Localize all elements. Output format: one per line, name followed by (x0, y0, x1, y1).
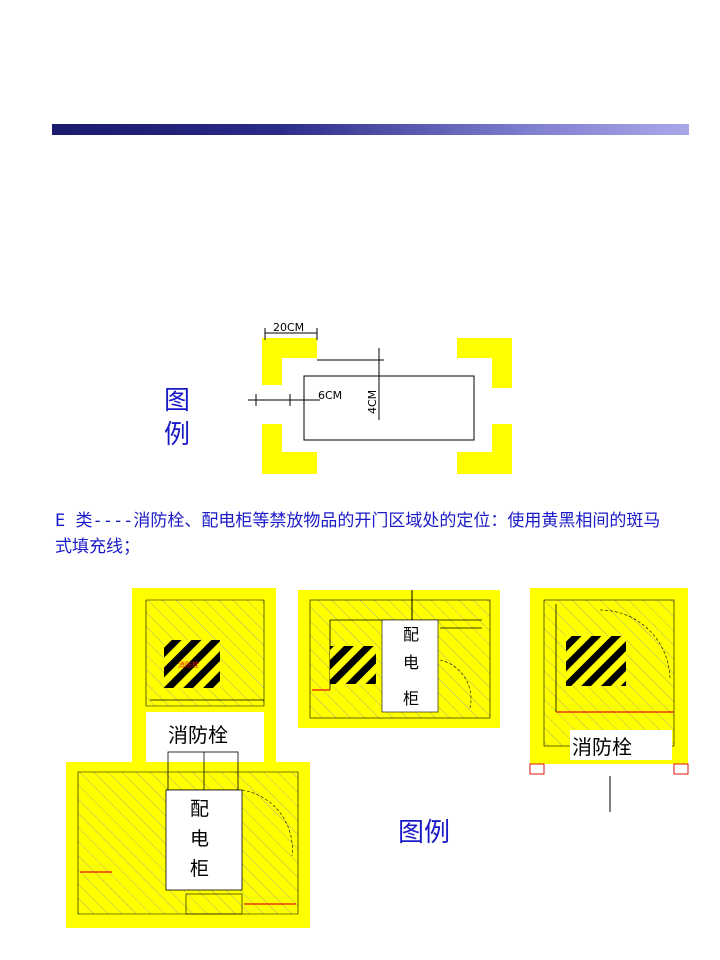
corner-bottom-left (262, 424, 317, 474)
plan-left: 消防栓 (66, 588, 310, 928)
cabinet-char-1c: 柜 (190, 858, 209, 880)
dim-width-label: 20CM (273, 321, 304, 334)
header-bar (52, 124, 689, 135)
zebra-block-middle (330, 646, 376, 684)
fire-hydrant-label-1: 消防栓 (168, 723, 228, 747)
zebra-block-left (164, 640, 220, 688)
plan-right (529, 588, 689, 812)
object-outline (303, 375, 475, 441)
fire-hydrant-label-2: 消防栓 (572, 735, 632, 759)
zebra-block-right (566, 636, 626, 686)
description-text: E 类----消防栓、配电柜等禁放物品的开门区域处的定位：使用黄黑相间的斑马式填… (55, 511, 661, 557)
cabinet-char-2c: 柜 (403, 689, 419, 708)
plan-middle (298, 590, 500, 728)
legend-title-2: 图例 (398, 818, 451, 848)
cabinet-char-1b: 电 (190, 828, 209, 850)
corner-top-right (457, 338, 512, 388)
svg-text:消防栓: 消防栓 (178, 660, 199, 669)
corner-markers (262, 338, 512, 474)
dim-gap-label: 6CM (318, 389, 342, 402)
cabinet-char-1a: 配 (190, 798, 209, 820)
cabinet-char-2b: 电 (403, 653, 419, 672)
legend-title-1: 图例 (164, 386, 191, 450)
corner-top-left (262, 338, 317, 385)
dim-line-label: 4CM (366, 390, 379, 414)
corner-bottom-right (457, 424, 512, 474)
cabinet-char-2a: 配 (403, 625, 419, 644)
dimension-lines (248, 328, 384, 420)
